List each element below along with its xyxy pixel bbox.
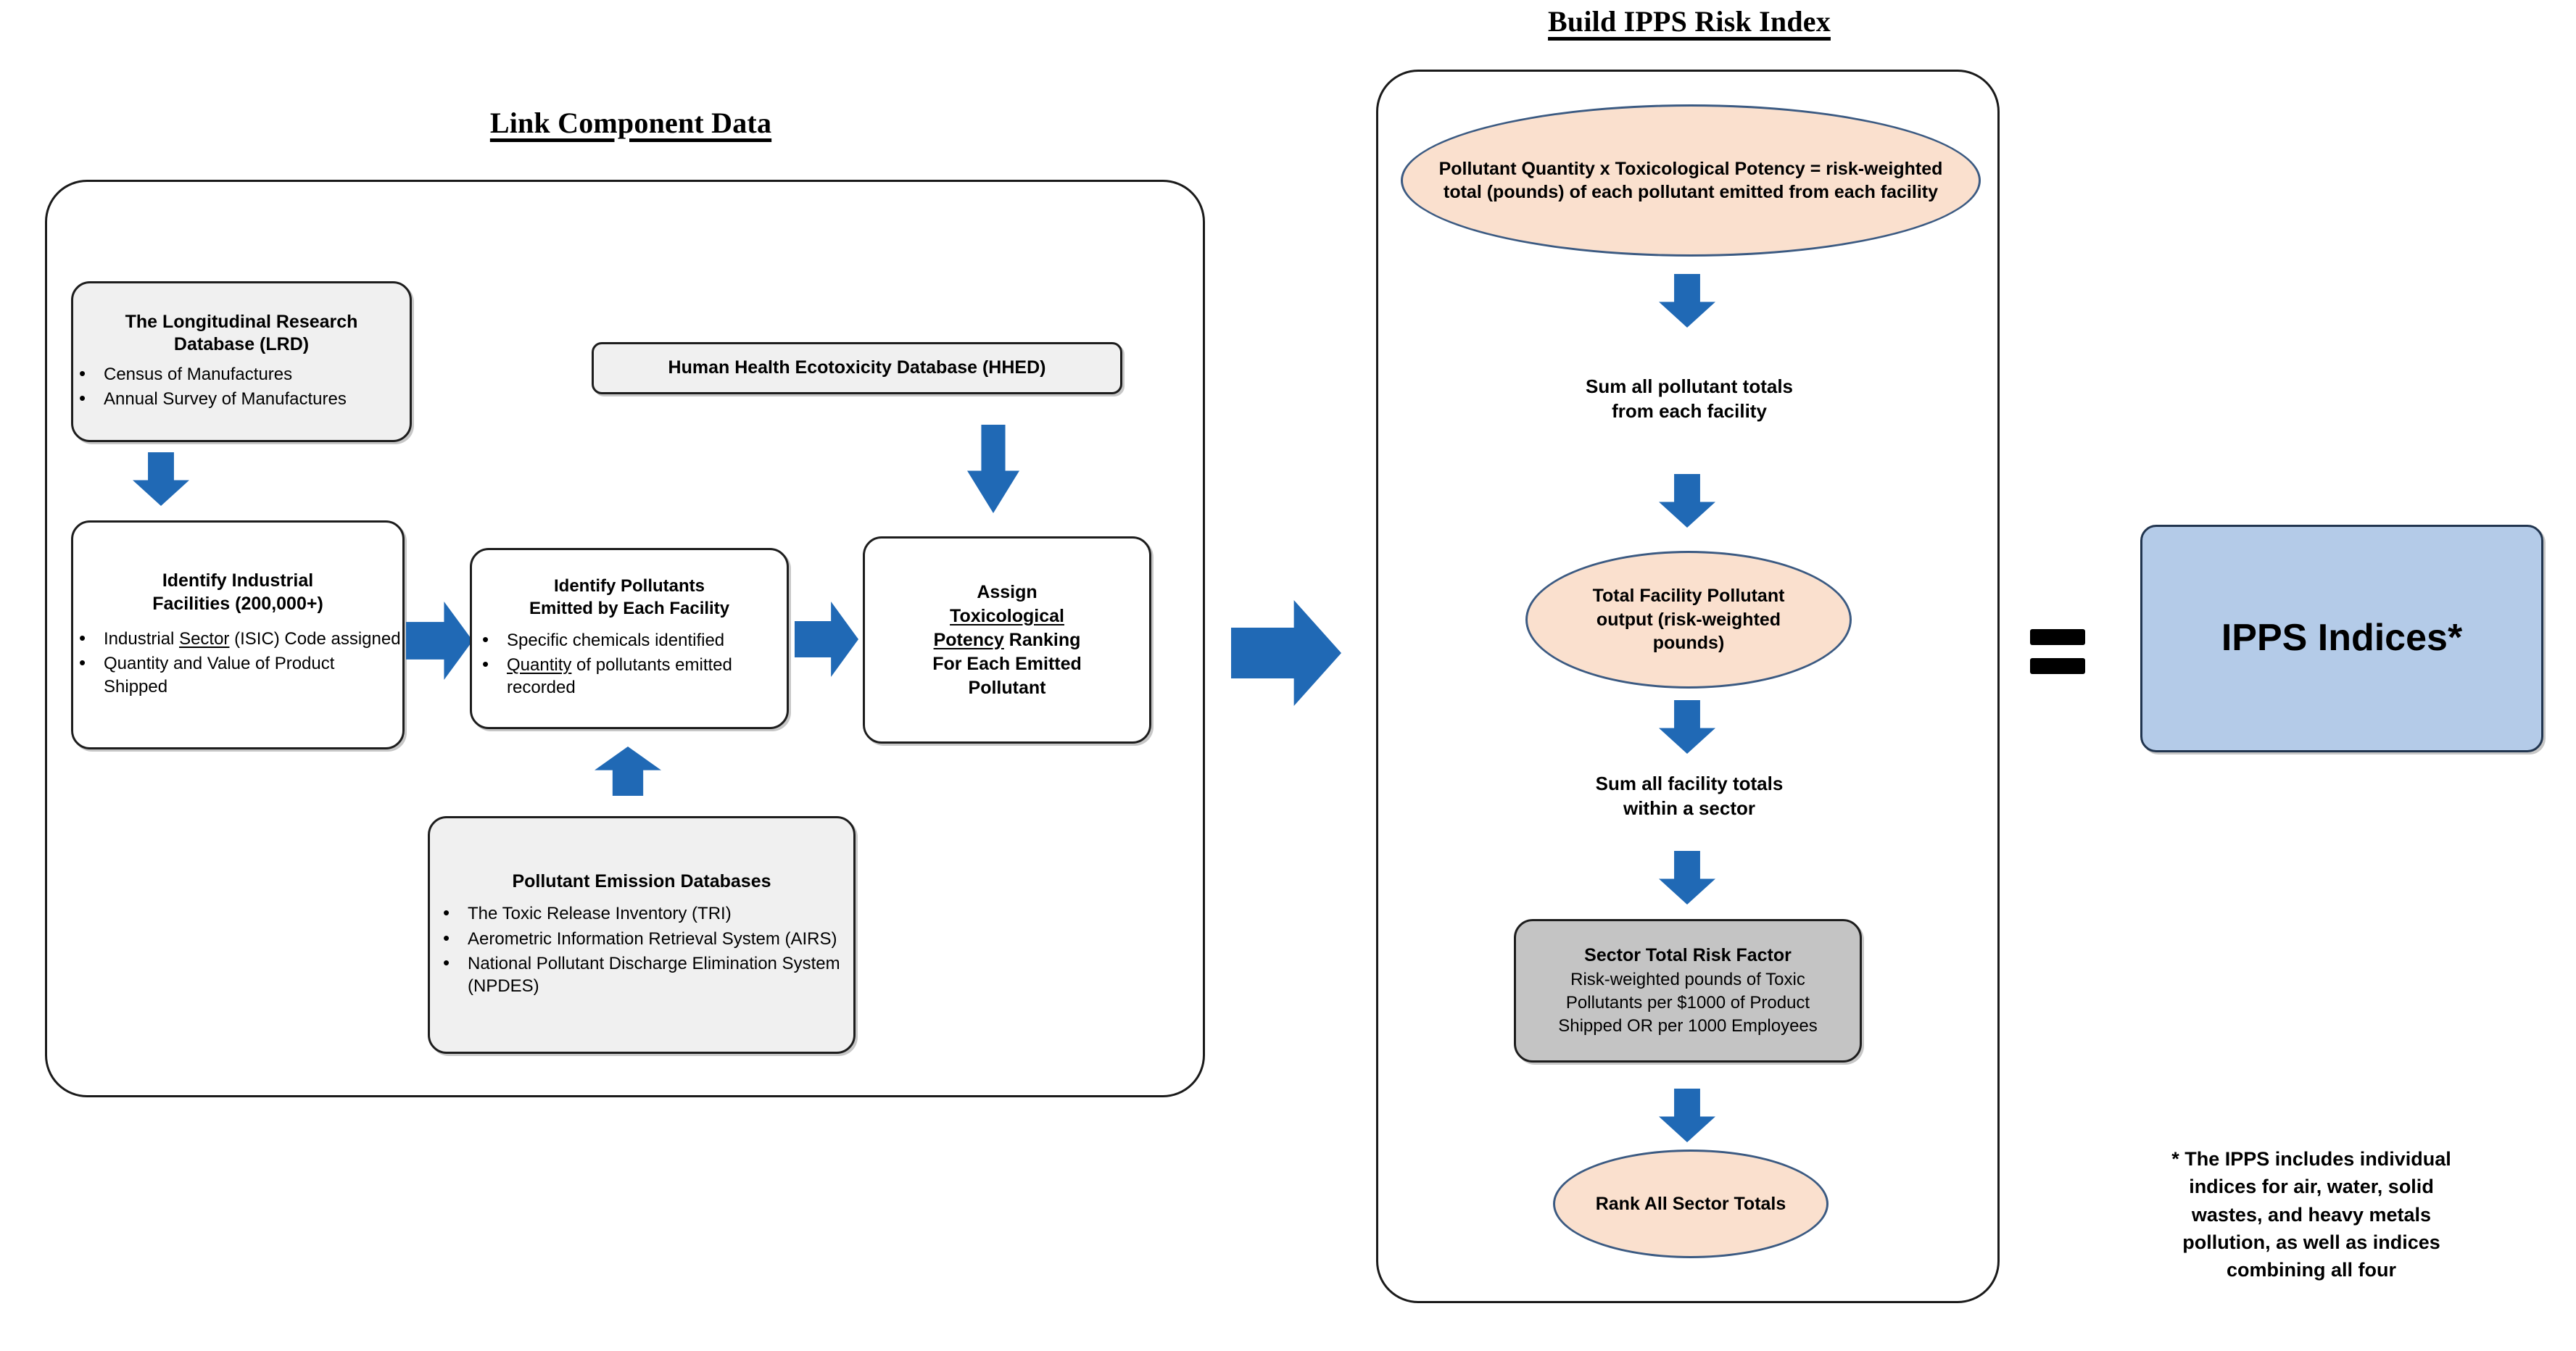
identify-pollutants-bullets: Specific chemicals identified Quantity o… <box>472 627 787 702</box>
list-item: Specific chemicals identified <box>476 628 787 652</box>
hhed-box: Human Health Ecotoxicity Database (HHED) <box>592 342 1122 394</box>
sector-underlined-term: Sector <box>179 629 230 649</box>
assign-potency-box: Assign Toxicological Potency Ranking For… <box>863 536 1151 744</box>
equals-bar-top <box>2030 629 2085 645</box>
build-ipps-risk-index-frame <box>1376 70 2000 1303</box>
caption-sum-pollutant-totals: Sum all pollutant totals from each facil… <box>1585 375 1793 423</box>
list-item: National Pollutant Discharge Elimination… <box>437 951 853 997</box>
assign-potency-text: Assign Toxicological Potency Ranking For… <box>865 581 1149 700</box>
ipps-footnote: * The IPPS includes individual indices f… <box>2171 1148 2451 1281</box>
lrd-box-bullets: Census of Manufactures Annual Survey of … <box>73 361 410 412</box>
ipps-indices-box: IPPS Indices* <box>2140 525 2543 752</box>
sector-total-risk-factor-box: Sector Total Risk Factor Risk-weighted p… <box>1514 919 1862 1063</box>
equals-bar-bottom <box>2030 658 2085 674</box>
list-item: Quantity of pollutants emitted recorded <box>476 652 787 699</box>
ellipse-total-facility-pollutant-output: Total Facility Pollutant output (risk-we… <box>1525 551 1852 689</box>
emission-databases-bullets: The Toxic Release Inventory (TRI) Aerome… <box>430 900 853 999</box>
equals-sign <box>2030 616 2085 687</box>
right-panel-title: Build IPPS Risk Index <box>1548 5 1831 38</box>
list-item: The Toxic Release Inventory (TRI) <box>437 901 853 926</box>
quantity-underlined-term: Quantity <box>507 655 572 676</box>
identify-facilities-title: Identify Industrial Facilities (200,000+… <box>152 570 323 614</box>
identify-pollutants-box: Identify Pollutants Emitted by Each Faci… <box>470 548 789 729</box>
emission-databases-title: Pollutant Emission Databases <box>512 870 771 891</box>
sector-total-risk-factor-body: Risk-weighted pounds of Toxic Pollutants… <box>1558 970 1818 1036</box>
ipps-indices-label: IPPS Indices* <box>2221 617 2463 660</box>
left-panel-title: Link Component Data <box>489 107 772 139</box>
list-item: Quantity and Value of Product Shipped <box>73 651 402 697</box>
list-item: Census of Manufactures <box>73 362 410 386</box>
ellipse-pollutant-quantity-times-potency: Pollutant Quantity x Toxicological Poten… <box>1401 104 1981 257</box>
identify-pollutants-title: Identify Pollutants Emitted by Each Faci… <box>529 576 730 618</box>
emission-databases-box: Pollutant Emission Databases The Toxic R… <box>428 816 856 1054</box>
lrd-box: The Longitudinal Research Database (LRD)… <box>71 281 412 442</box>
identify-facilities-box: Identify Industrial Facilities (200,000+… <box>71 520 405 749</box>
caption-sum-facility-totals: Sum all facility totals within a sector <box>1595 773 1784 820</box>
toxicological-underlined-term: Toxicological <box>950 605 1064 626</box>
list-item: Aerometric Information Retrieval System … <box>437 926 853 951</box>
potency-underlined-term: Potency <box>933 629 1004 650</box>
arrow-right-link-to-build <box>1231 600 1341 706</box>
link-component-data-frame <box>45 180 1205 1097</box>
list-item: Industrial Sector (ISIC) Code assigned <box>73 626 402 651</box>
hhed-box-label: Human Health Ecotoxicity Database (HHED) <box>668 357 1046 378</box>
identify-facilities-bullets: Industrial Sector (ISIC) Code assigned Q… <box>73 625 402 700</box>
ellipse-rank-all-sector-totals: Rank All Sector Totals <box>1553 1150 1829 1258</box>
sector-total-risk-factor-title: Sector Total Risk Factor <box>1584 944 1792 965</box>
list-item: Annual Survey of Manufactures <box>73 386 410 411</box>
lrd-box-title: The Longitudinal Research Database (LRD) <box>125 311 358 355</box>
